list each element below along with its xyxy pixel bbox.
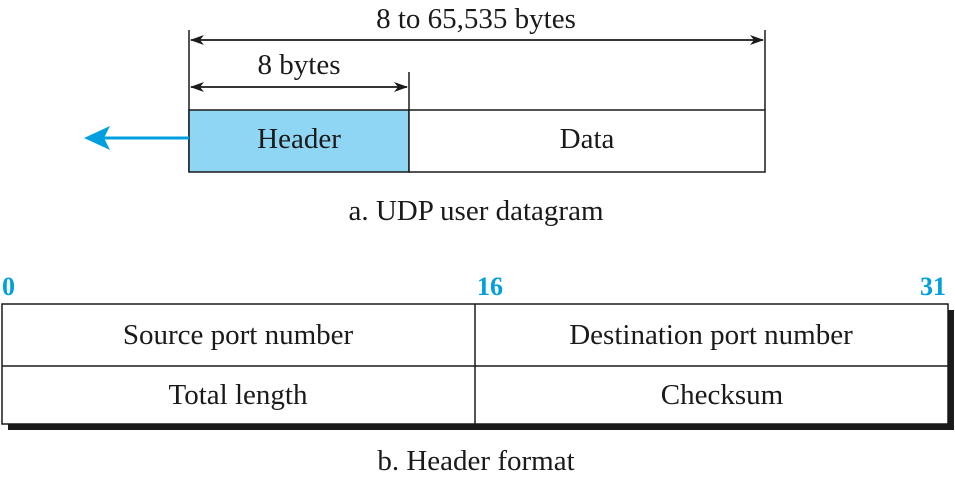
bit-position-16: 16 bbox=[477, 272, 503, 301]
datagram-data-label: Data bbox=[560, 123, 615, 155]
checksum-field: Checksum bbox=[661, 379, 784, 411]
bit-position-0: 0 bbox=[2, 272, 15, 301]
bit-position-31: 31 bbox=[920, 272, 946, 301]
header-size-label: 8 bytes bbox=[258, 49, 341, 81]
total-size-label: 8 to 65,535 bytes bbox=[376, 3, 576, 35]
total-length-field: Total length bbox=[169, 379, 308, 411]
arrow-left-icon bbox=[84, 126, 189, 150]
header-format-caption: b. Header format bbox=[377, 445, 574, 477]
datagram-caption: a. UDP user datagram bbox=[348, 195, 603, 227]
datagram-header-label: Header bbox=[257, 123, 341, 155]
source-port-field: Source port number bbox=[123, 319, 354, 351]
datagram-header-cell bbox=[188, 109, 410, 173]
datagram-data-cell bbox=[408, 109, 766, 173]
destination-port-field: Destination port number bbox=[569, 319, 853, 351]
